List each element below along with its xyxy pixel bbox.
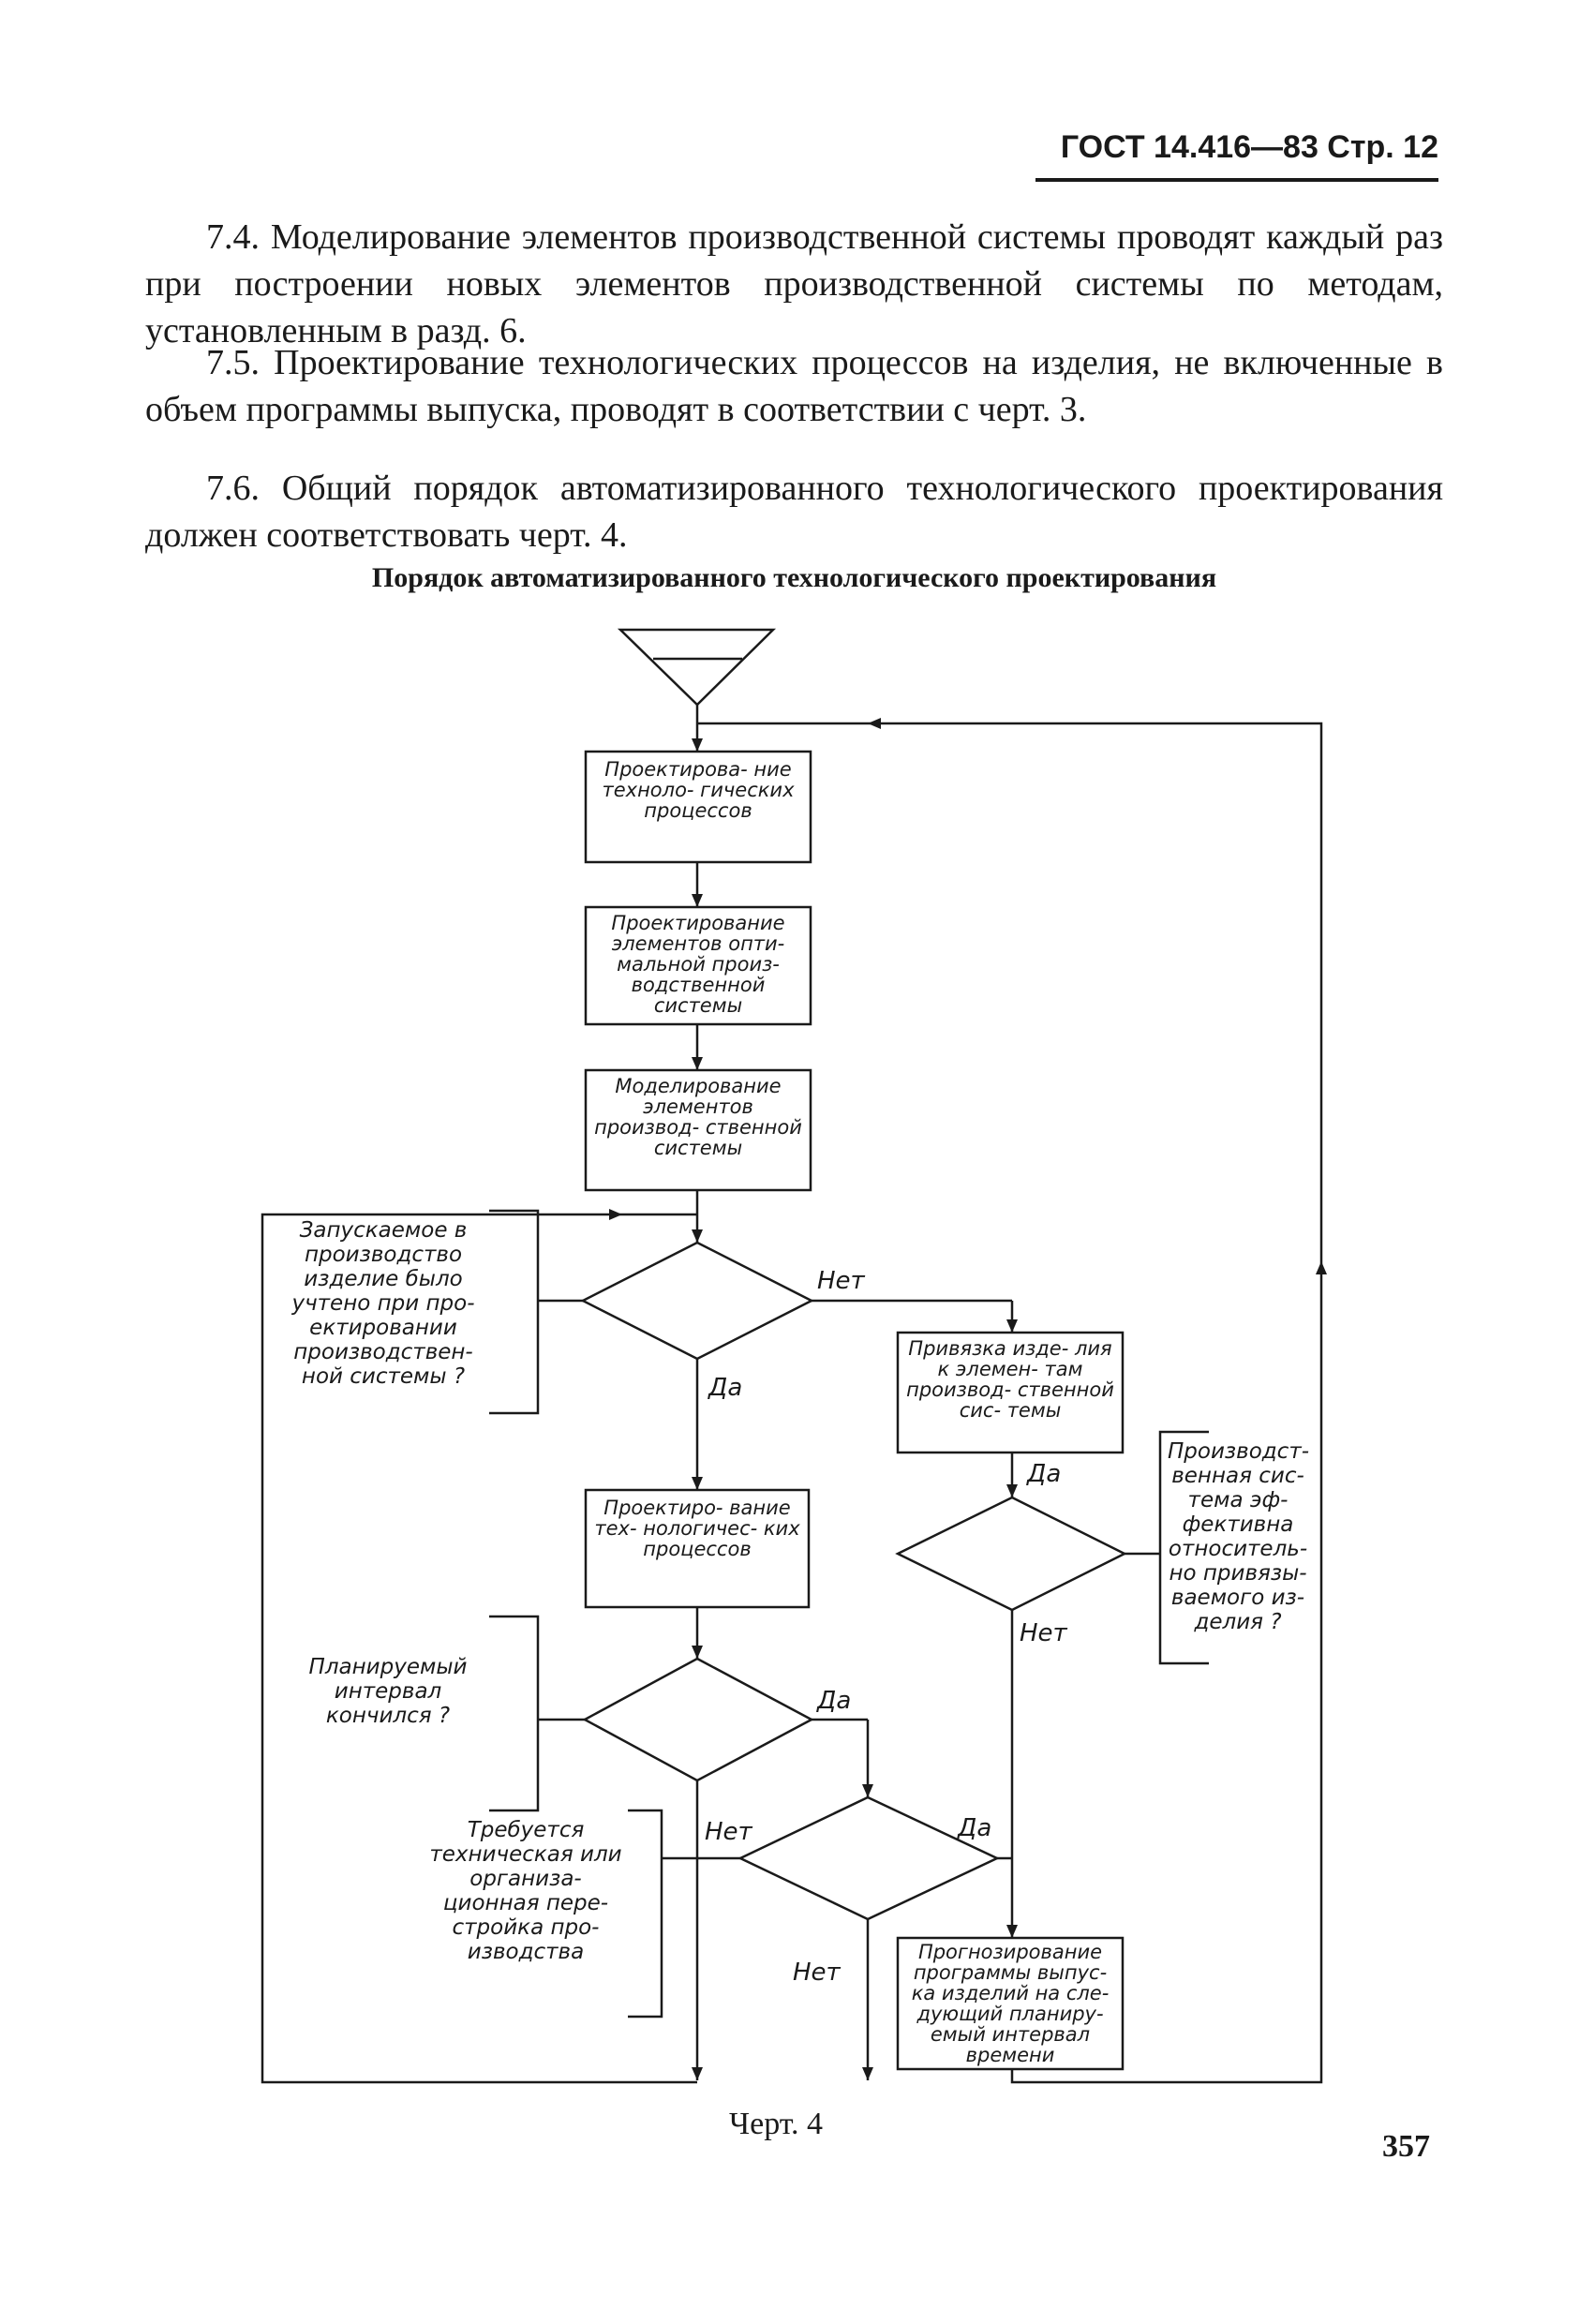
arrow-down xyxy=(692,2067,703,2080)
arrow-left xyxy=(868,718,881,729)
header-rule xyxy=(1035,178,1438,182)
answer-decision-3-yes: Да xyxy=(817,1687,852,1715)
arrow-down xyxy=(692,1477,703,1490)
figure-caption: Черт. 4 xyxy=(729,2107,824,2141)
note-decision-4: Требуется техническая или организа- цион… xyxy=(429,1818,622,1964)
arrow-down xyxy=(692,1057,703,1070)
arrow-down xyxy=(1006,1925,1018,1938)
paragraph-7-4: 7.4. Моделирование элементов производств… xyxy=(145,217,1443,350)
box-system-modeling-label: Моделирование элементов производ- ственн… xyxy=(594,1075,802,1159)
arrow-down xyxy=(1006,1484,1018,1497)
arrow-down xyxy=(1006,1319,1018,1333)
answer-decision-1-yes: Да xyxy=(708,1374,743,1402)
flow-line xyxy=(261,1213,697,2084)
answer-decision-1-no: Нет xyxy=(817,1267,865,1295)
page-header: ГОСТ 14.416—83 Стр. 12 xyxy=(1060,129,1438,165)
box-system-design-label: Проектирование элементов опти- мальной п… xyxy=(611,912,785,1017)
page-number: 357 xyxy=(1382,2129,1430,2164)
arrow-down xyxy=(692,1229,703,1243)
note-decision-2: Производст- венная сис- тема эф- фективн… xyxy=(1168,1439,1310,1634)
box-process-design-label: Проектирова- ние техноло- гических проце… xyxy=(602,758,795,822)
paragraph-7-5: 7.5. Проектирование технологических проц… xyxy=(145,343,1443,429)
arrow-down xyxy=(692,894,703,907)
box-process-design-2-label: Проектиро- вание тех- нологичес- ких про… xyxy=(594,1497,800,1560)
answer-decision-4-yes: Да xyxy=(958,1814,992,1842)
decision-2 xyxy=(895,1496,1127,1612)
paragraph-7-6: 7.6. Общий порядок автоматизированного т… xyxy=(145,469,1443,555)
box-forecast-label: Прогнозирование программы выпус- ка изде… xyxy=(911,1941,1110,2066)
decision-3 xyxy=(582,1657,814,1782)
note-decision-1: Запускаемое в производство изделие было … xyxy=(291,1218,475,1389)
figure-title: Порядок автоматизированного технологичес… xyxy=(371,562,1217,593)
arrow-right xyxy=(609,1209,622,1220)
answer-decision-2-no: Нет xyxy=(1020,1619,1067,1647)
arrow-down xyxy=(862,2067,873,2080)
note-bracket xyxy=(1158,1430,1209,1665)
note-bracket xyxy=(628,1809,663,2019)
note-bracket xyxy=(489,1209,540,1415)
arrow-up xyxy=(1316,1261,1327,1274)
arrow-down xyxy=(692,1646,703,1659)
flow-line xyxy=(697,722,1323,2084)
note-bracket xyxy=(489,1615,540,1812)
arrow-down xyxy=(692,738,703,752)
answer-decision-2-yes: Да xyxy=(1027,1460,1062,1488)
box-product-binding-label: Привязка изде- лия к элемен- там произво… xyxy=(906,1337,1114,1422)
answer-decision-3-no: Нет xyxy=(705,1818,752,1846)
box-product-binding xyxy=(896,1331,1125,1454)
arrow-down xyxy=(862,1784,873,1797)
decision-1 xyxy=(580,1241,814,1361)
box-forecast xyxy=(896,1936,1125,2071)
start-symbol xyxy=(617,628,777,707)
answer-decision-4-no: Нет xyxy=(793,1959,841,1987)
note-decision-3: Планируемый интервал кончился ? xyxy=(308,1655,468,1728)
